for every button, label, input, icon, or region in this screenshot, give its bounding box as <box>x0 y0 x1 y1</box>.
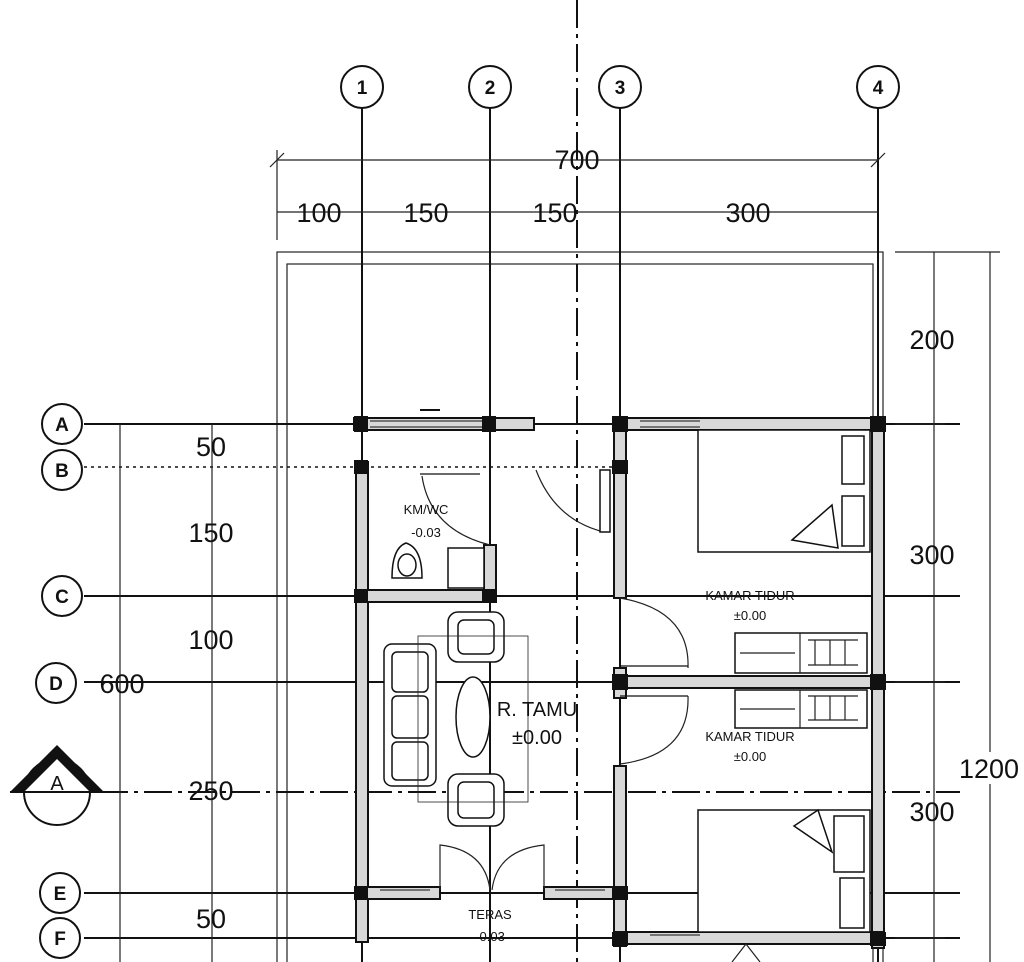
dim-left-4: 250 <box>188 776 233 806</box>
dim-left-3: 100 <box>188 625 233 655</box>
furniture <box>383 429 871 933</box>
grid-bubble-c <box>41 575 83 617</box>
dim-left-2: 150 <box>188 518 233 548</box>
terrace-name: TERAS <box>468 907 512 922</box>
grid-bubble-2 <box>468 65 512 109</box>
grid-bubble-f <box>39 917 81 959</box>
grid-label-c: C <box>55 587 69 608</box>
grid-label-1: 1 <box>357 78 368 99</box>
grid-label-a: A <box>55 415 69 436</box>
dim-right-3: 300 <box>909 797 954 827</box>
right-dimensions: 200 300 300 1200 <box>895 251 1022 962</box>
grid-label-4: 4 <box>873 78 884 99</box>
dim-top-1: 100 <box>296 198 341 228</box>
dim-left-total: 600 <box>99 669 144 699</box>
grid-label-f: F <box>54 929 66 950</box>
dim-total-height: 1200 <box>959 754 1019 784</box>
grid-label-d: D <box>49 674 63 695</box>
structural-columns <box>354 416 886 946</box>
section-marker: A <box>10 745 104 826</box>
top-dimensions: 700 100 150 150 300 <box>269 145 886 240</box>
grid-bubble-b <box>41 449 83 491</box>
dim-top-4: 300 <box>725 198 770 228</box>
grid-label-b: B <box>55 461 69 482</box>
kmwc-name: KM/WC <box>404 502 449 517</box>
dim-left-5: 50 <box>196 904 226 934</box>
dim-left-1: 50 <box>196 432 226 462</box>
section-arrow-bottom <box>731 943 761 962</box>
section-marker-label: A <box>50 773 64 795</box>
doors <box>420 469 689 891</box>
bedroom2-level: ±0.00 <box>734 749 766 764</box>
living-room-name: R. TAMU <box>497 699 577 721</box>
grid-bubble-a <box>41 403 83 445</box>
bedroom1-level: ±0.00 <box>734 608 766 623</box>
row-bubbles: A B C D E F <box>35 403 83 959</box>
bedroom1-name: KAMAR TIDUR <box>705 588 794 603</box>
terrace-level: -0.03 <box>475 929 505 944</box>
column-bubbles: 1 2 3 4 <box>340 65 900 109</box>
windows <box>370 409 700 936</box>
grid-label-3: 3 <box>615 78 626 99</box>
dim-right-1: 200 <box>909 325 954 355</box>
dim-top-3: 150 <box>532 198 577 228</box>
bedroom2-name: KAMAR TIDUR <box>705 729 794 744</box>
left-dimensions: 50 150 100 250 50 600 <box>99 424 234 962</box>
grid-bubble-e <box>39 872 81 914</box>
grid-label-e: E <box>54 884 67 905</box>
dim-top-2: 150 <box>403 198 448 228</box>
grid-bubble-1 <box>340 65 384 109</box>
grid-bubble-3 <box>598 65 642 109</box>
room-labels: KM/WC -0.03 KAMAR TIDUR ±0.00 KAMAR TIDU… <box>404 502 795 944</box>
grid-bubble-d <box>35 662 77 704</box>
living-room-level: ±0.00 <box>512 727 562 749</box>
kmwc-level: -0.03 <box>411 525 441 540</box>
grid-label-2: 2 <box>485 78 496 99</box>
dim-right-2: 300 <box>909 540 954 570</box>
dim-total-width: 700 <box>554 145 599 175</box>
grid-bubble-4 <box>856 65 900 109</box>
